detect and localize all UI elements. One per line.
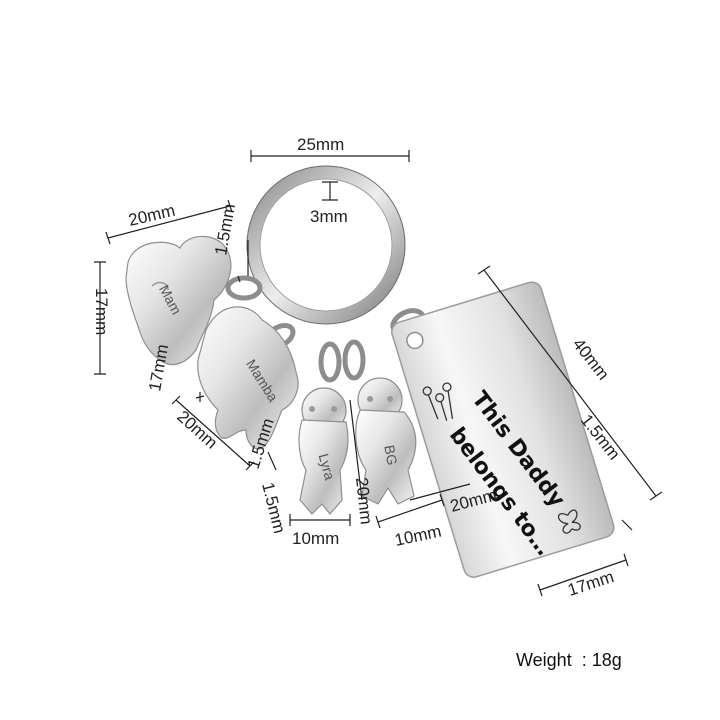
elephant-charm: Mam (125, 235, 232, 366)
weight-readout: Weight : 18g (516, 650, 622, 670)
dog-tag: This Daddy belongs to… (391, 281, 615, 578)
label-elephant-width: 20mm (127, 201, 177, 230)
label-boy-width: 10mm (393, 522, 443, 550)
jump-rings (225, 275, 426, 383)
label-girl-width: 10mm (292, 529, 339, 548)
charm-name-lyra: Lyra (316, 452, 338, 482)
weight-value: 18g (591, 650, 622, 670)
butterfly-engraving (557, 509, 581, 534)
weight-label: Weight (516, 650, 572, 670)
label-elephant-height: 17mm (92, 288, 111, 335)
charm-name-bg: BG (381, 444, 400, 467)
label-ring-thickness: 3mm (310, 207, 348, 226)
dimension-lines (94, 150, 663, 597)
label-girl-thickness: 1.5mm (258, 480, 289, 535)
label-tag-length: 40mm (569, 335, 613, 384)
dog-charm: Mamba (197, 306, 299, 450)
label-ring-width: 25mm (297, 135, 344, 154)
label-dog-width: 20mm (173, 407, 221, 453)
boy-charm: BG (355, 377, 417, 505)
flower-engraving (422, 382, 454, 421)
key-ring (246, 165, 406, 325)
label-boy-height: 20mm (352, 476, 376, 525)
girl-charm: Lyra (298, 387, 349, 515)
